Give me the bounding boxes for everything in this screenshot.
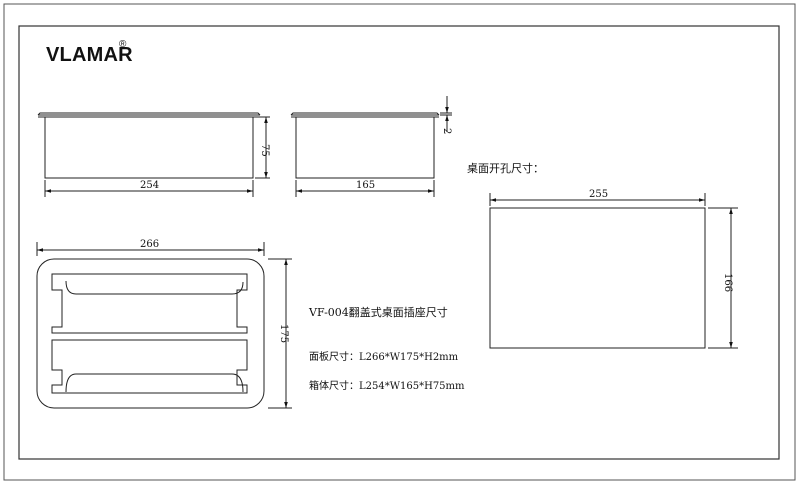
brand-logo: VLAMAR [46,44,133,66]
registered-mark: ® [119,39,127,50]
hole-width-label: 255 [589,189,608,200]
front-width-label: 254 [140,180,159,191]
panel-size-text: 面板尺寸：L266*W175*H2mm [309,352,459,363]
inner-border [18,25,780,460]
side-view [290,96,452,197]
front-view [37,112,270,197]
model-title: VF-004翻盖式桌面插座尺寸 [309,306,448,319]
top-width-label: 266 [140,239,159,250]
hole-height-label: 166 [722,273,733,292]
cutout-view [489,193,738,349]
side-width-label: 165 [356,180,375,191]
outer-border [3,3,796,481]
top-view [36,242,292,409]
top-height-label: 175 [278,324,289,343]
panel-thickness-label: 2 [441,128,452,134]
box-size-text: 箱体尺寸：L254*W165*H75mm [309,381,465,392]
front-height-label: 75 [259,144,270,157]
hole-title: 桌面开孔尺寸： [467,162,544,175]
